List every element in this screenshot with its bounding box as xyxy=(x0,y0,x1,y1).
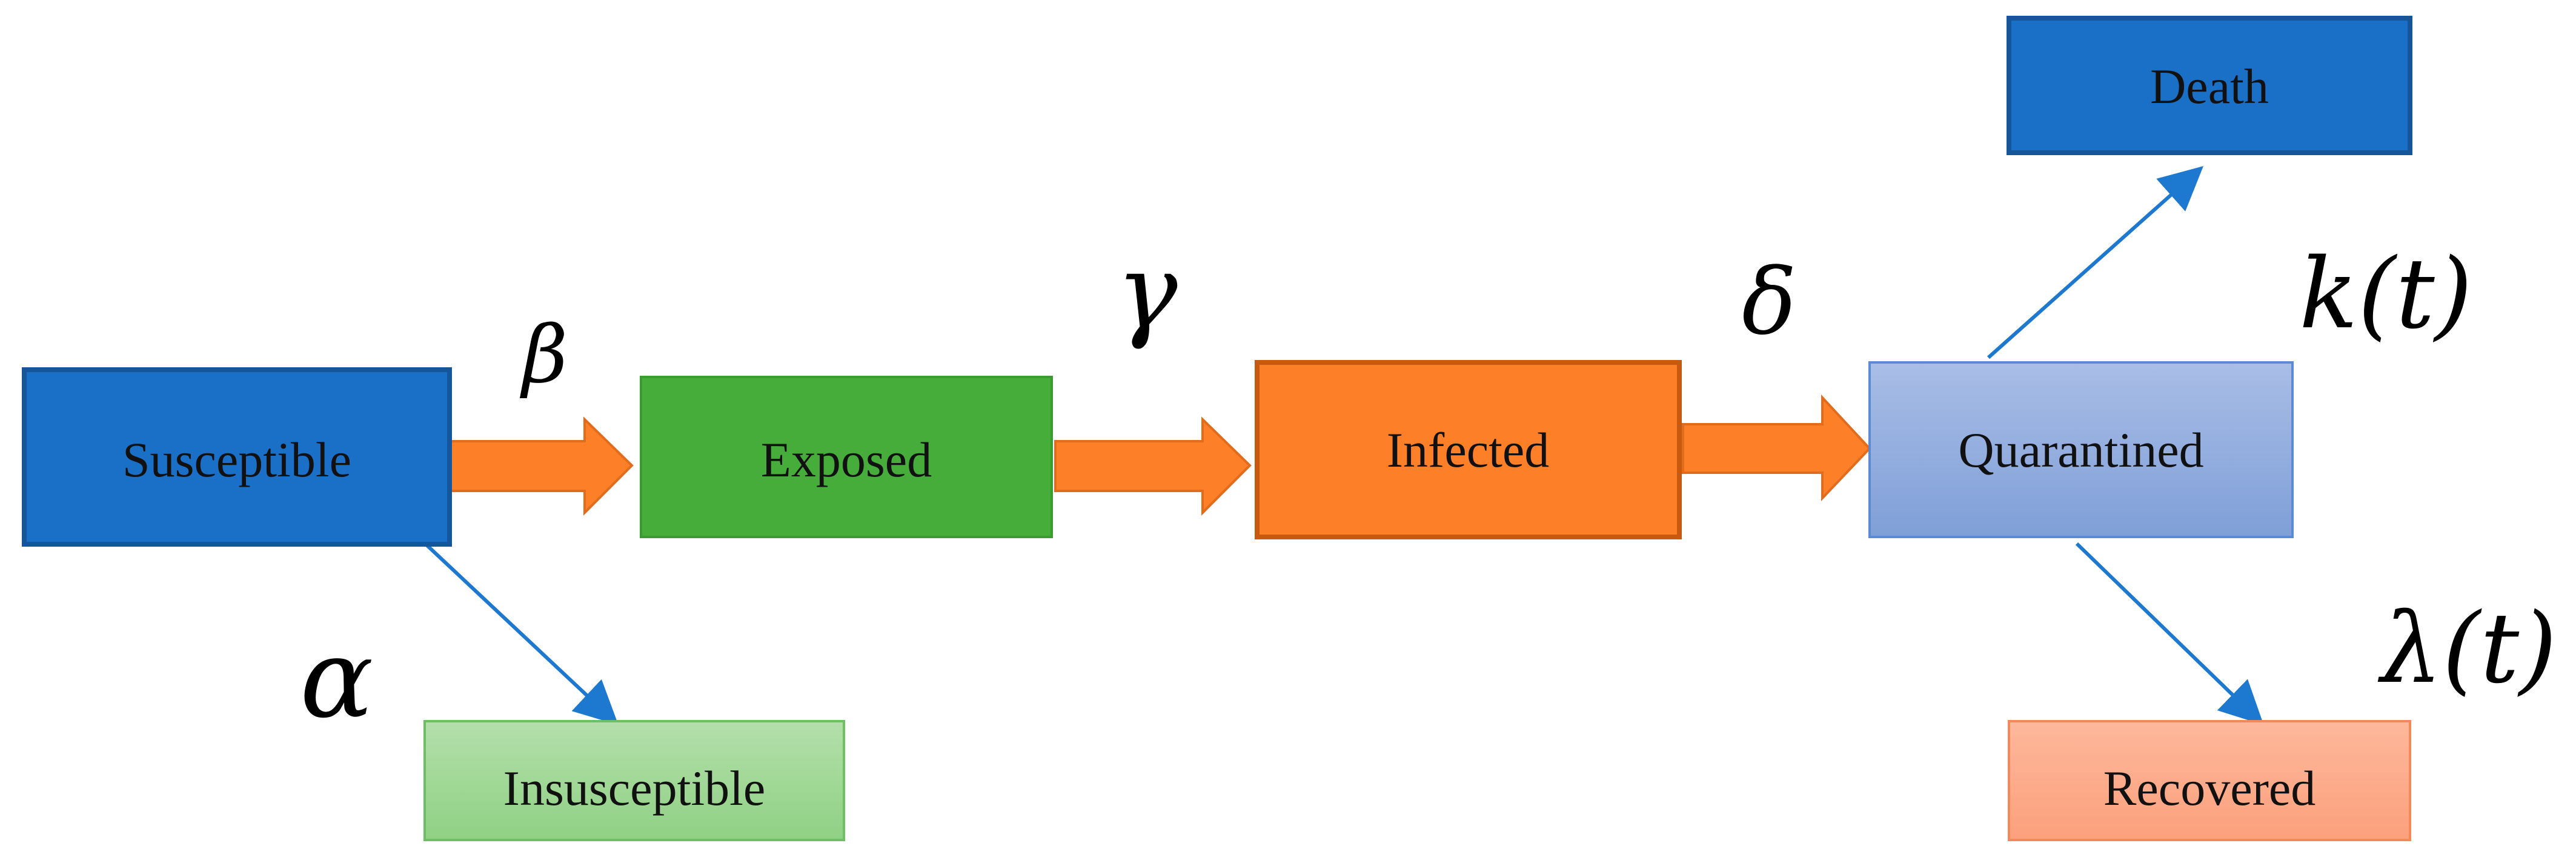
node-infected: Infected xyxy=(1255,360,1682,539)
param-alpha: α xyxy=(300,616,374,742)
param-beta: β xyxy=(519,308,568,401)
death-label: Death xyxy=(2150,59,2269,114)
insusceptible-label: Insusceptible xyxy=(503,761,766,816)
param-lambda-t: λ(t) xyxy=(2377,592,2557,705)
block-arrow-susceptible-to-exposed xyxy=(444,416,634,516)
arrow-quarantined-to-recovered xyxy=(2075,542,2264,725)
node-susceptible: Susceptible xyxy=(22,367,452,547)
quarantined-label: Quarantined xyxy=(1958,422,2203,478)
node-insusceptible: Insusceptible xyxy=(423,720,845,841)
block-arrow-infected-to-quarantined xyxy=(1682,394,1871,502)
node-quarantined: Quarantined xyxy=(1868,361,2294,538)
block-arrow-exposed-to-infected xyxy=(1054,416,1252,516)
infected-label: Infected xyxy=(1387,422,1550,478)
susceptible-label: Susceptible xyxy=(122,432,351,487)
exposed-label: Exposed xyxy=(761,432,932,487)
arrow-susceptible-to-insusceptible xyxy=(425,544,619,725)
node-death: Death xyxy=(2007,16,2412,155)
arrow-quarantined-to-death xyxy=(1987,166,2203,359)
node-recovered: Recovered xyxy=(2008,720,2411,841)
param-k-t: k(t) xyxy=(2299,237,2472,350)
node-exposed: Exposed xyxy=(640,376,1053,538)
param-delta: δ xyxy=(1742,250,1796,355)
param-gamma: γ xyxy=(1116,232,1178,352)
recovered-label: Recovered xyxy=(2103,761,2316,816)
